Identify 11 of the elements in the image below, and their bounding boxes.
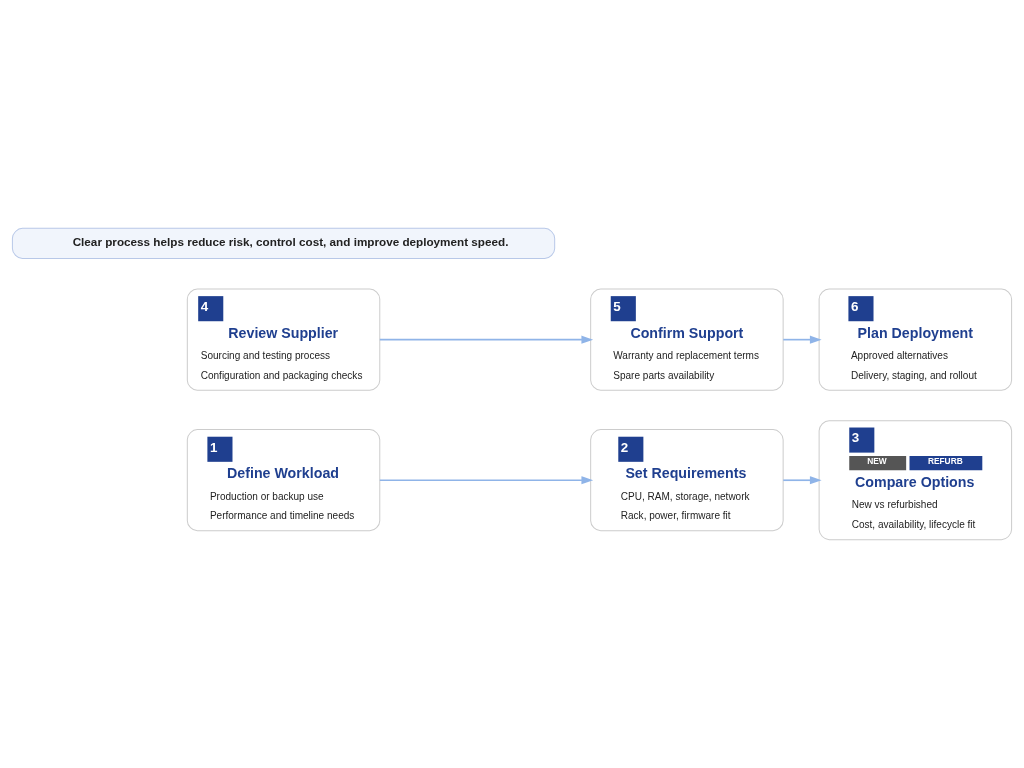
- node-box: 2 Set Requirements CPU, RAM, storage, network Rack, power, firmware fit: [590, 429, 784, 532]
- node-box: Clear process helps reduce risk, control cost, and improve deployment speed.: [11, 227, 556, 259]
- node-box: 3 NEW REFURB Compare Options New vs refurbished Cost, availability, lifecycle fit: [818, 420, 1013, 541]
- node-box: 5 Confirm Support Warranty and replacement terms Spare parts availability: [590, 288, 784, 391]
- node-box: 6 Plan Deployment Approved alternatives Delivery, staging, and rollout: [818, 288, 1013, 391]
- node-box: 4 Review Supplier Sourcing and testing process Configuration and packaging checks: [186, 288, 381, 391]
- arrow: [379, 476, 594, 485]
- arrow: [379, 335, 594, 344]
- arrow: [782, 335, 822, 344]
- arrow: [782, 476, 822, 485]
- node-box: 1 Define Workload Production or backup use Performance and timeline needs: [186, 429, 381, 532]
